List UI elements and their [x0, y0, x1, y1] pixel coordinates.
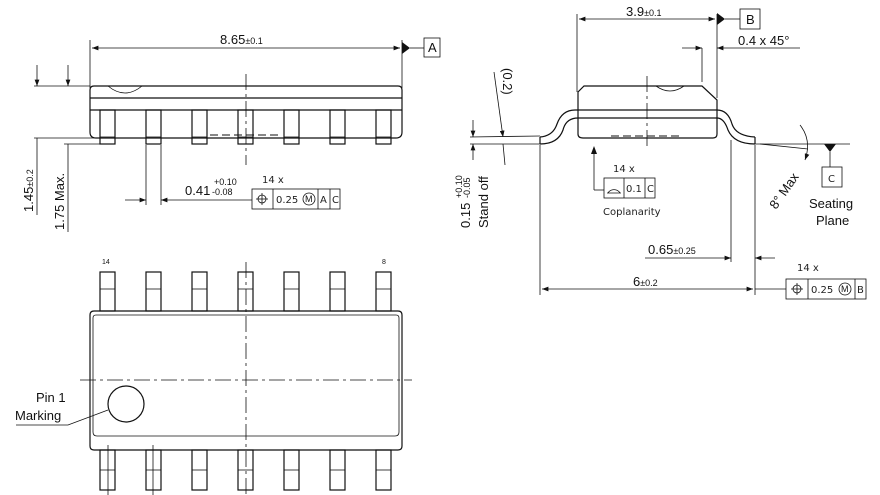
- max-height-label: 1.75 Max.: [52, 173, 67, 230]
- pin-8-label: 8: [382, 259, 386, 266]
- seating-label-2: Plane: [816, 213, 849, 228]
- coplanarity-frame: 0.1 C: [603, 177, 656, 199]
- lead: [329, 109, 346, 145]
- foot-length-value: 0.65: [648, 242, 673, 257]
- standoff-tol-minus: -0.05: [462, 177, 472, 198]
- pin1-dimple: [107, 85, 143, 94]
- fcf-b-modifier: M: [841, 284, 849, 294]
- lead: [145, 109, 162, 145]
- profile-icon: [607, 189, 621, 194]
- pin1-label-2: Marking: [15, 408, 61, 423]
- lead-top-row: [237, 271, 254, 312]
- body-width-tol: ±0.1: [644, 8, 661, 18]
- mmc-circle-icon: [838, 282, 852, 296]
- lead-width-value: 0.41: [185, 183, 210, 198]
- datum-c-box: [821, 166, 843, 188]
- coplanarity-label: Coplanarity: [603, 207, 661, 218]
- position-tolerance-frame: 0.25 M A C: [251, 188, 341, 210]
- height-value: 1.45: [21, 187, 36, 212]
- foot-length-tol: ±0.25: [673, 246, 695, 256]
- pin-14-label: 14: [102, 259, 110, 266]
- body-width-label: 3.9±0.1: [626, 4, 662, 19]
- datum-b-label: B: [746, 12, 755, 27]
- fcf-count-b: 14 x: [797, 263, 819, 274]
- fcf-modifier: M: [305, 194, 313, 204]
- height-label: 1.45±0.2: [21, 169, 36, 212]
- package-body-top: [89, 310, 403, 451]
- top-view: 14 8 Pin 1 Marking: [15, 259, 412, 495]
- lead-top-row: [145, 271, 162, 312]
- foot-length-label: 0.65±0.25: [648, 242, 696, 257]
- datum-b-box: [739, 8, 761, 30]
- body-width-value: 3.9: [626, 4, 644, 19]
- pin1-marking-circle: [107, 385, 145, 423]
- package-body-end: [577, 85, 718, 139]
- lead: [283, 109, 300, 145]
- standoff-text: Stand off: [476, 176, 491, 228]
- length-tol: ±0.1: [245, 36, 262, 46]
- datum-c-label: C: [828, 174, 835, 185]
- datum-a-label: A: [428, 40, 437, 55]
- mmc-circle-icon: [302, 192, 316, 206]
- datum-a-box: [423, 37, 441, 58]
- position-icon: [256, 193, 268, 205]
- standoff-label: 0.15: [458, 203, 473, 228]
- fcf-b-tolerance: 0.25: [811, 285, 833, 296]
- fcf-tolerance: 0.25: [276, 195, 298, 206]
- overall-width-tol: ±0.2: [640, 278, 657, 288]
- coplanarity-tolerance: 0.1: [626, 184, 642, 195]
- fcf-count: 14 x: [262, 175, 284, 186]
- side-leads: [99, 109, 392, 145]
- standoff-tol-plus: +0.10: [454, 175, 464, 198]
- position-icon: [791, 283, 803, 295]
- datum-c-triangle-icon: [824, 144, 836, 152]
- coplanarity-datum: C: [647, 184, 654, 195]
- fcf-datum-2: C: [332, 195, 339, 206]
- standoff-value: 0.15: [458, 203, 473, 228]
- fcf-b-datum: B: [857, 285, 864, 296]
- height-tol: ±0.2: [25, 169, 35, 186]
- lead-profile-inner: [539, 117, 756, 145]
- length-value: 8.65: [220, 32, 245, 47]
- lead-top-row: [283, 271, 300, 312]
- end-view: B 3.9±0.1 0.4 x 45° 8° Max C Seating Pla…: [454, 4, 867, 300]
- lead-top-row: [375, 271, 392, 312]
- chamfer-label: 0.4 x 45°: [738, 33, 789, 48]
- lead: [375, 109, 392, 145]
- fcf-datum-1: A: [320, 195, 327, 206]
- lead-width-tol-plus: +0.10: [214, 177, 237, 187]
- coplanarity-count: 14 x: [613, 164, 635, 175]
- lead: [99, 109, 116, 145]
- lead-width-tol-minus: -0.08: [212, 187, 233, 197]
- side-view: A 8.65±0.1 1.45±0.2 1.75 Max. 0.41 +0.10…: [21, 32, 441, 232]
- radius-label: (0.2): [500, 68, 515, 95]
- lead-profile-outer: [539, 109, 756, 138]
- lead-width-label: 0.41: [185, 183, 210, 198]
- datum-triangle-icon: [402, 42, 410, 54]
- lead-top-row: [329, 271, 346, 312]
- lead-top-row: [99, 271, 116, 312]
- angle-label: 8° Max: [766, 169, 802, 211]
- seating-label-1: Seating: [809, 196, 853, 211]
- overall-width-label: 6±0.2: [633, 274, 658, 289]
- position-tolerance-frame-b: 0.25 M B: [785, 278, 867, 300]
- length-label: 8.65±0.1: [220, 32, 263, 47]
- pin1-label-1: Pin 1: [36, 390, 66, 405]
- lead-top-row: [191, 271, 208, 312]
- lead: [191, 109, 208, 145]
- lead: [237, 109, 254, 145]
- package-body-side: [89, 85, 403, 139]
- top-leads: [99, 271, 392, 491]
- overall-width-value: 6: [633, 274, 640, 289]
